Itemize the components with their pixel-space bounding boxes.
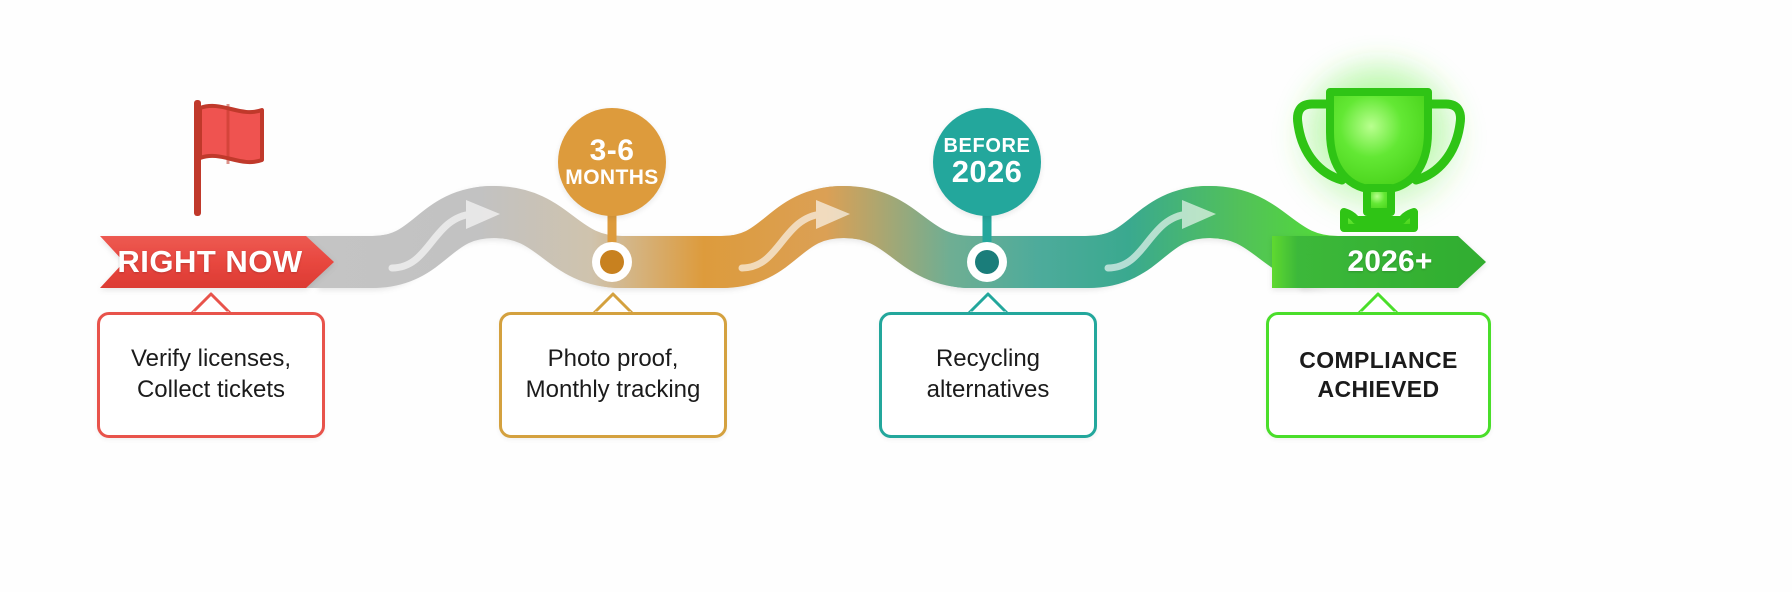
milestone-circle-3-6-months[interactable]: 3-6 MONTHS <box>558 108 666 216</box>
curved-arrow-icon-3 <box>1104 200 1216 272</box>
callout-box-recycling-alternatives[interactable]: Recycling alternatives <box>879 312 1097 438</box>
banner-start <box>100 236 334 288</box>
milestone-1-secondary-text: MONTHS <box>565 165 659 189</box>
green-trophy-icon <box>1293 58 1465 232</box>
milestone-circle-before-2026[interactable]: BEFORE 2026 <box>933 108 1041 216</box>
milestone-2-secondary-text: 2026 <box>951 154 1023 190</box>
curved-arrow-icon-2 <box>738 200 850 272</box>
milestone-2-primary-text: BEFORE <box>943 134 1031 157</box>
red-flag-icon <box>194 100 264 216</box>
curved-arrow-icon-1 <box>388 200 500 272</box>
callout-box-photo-proof[interactable]: Photo proof, Monthly tracking <box>499 312 727 438</box>
milestone-1-primary-text: 3-6 <box>589 133 635 167</box>
callout-box-verify-licenses[interactable]: Verify licenses, Collect tickets <box>97 312 325 438</box>
milestone-connector-1 <box>592 200 632 282</box>
callout-box-compliance-achieved[interactable]: COMPLIANCE ACHIEVED <box>1266 312 1491 438</box>
banner-end <box>1272 236 1486 288</box>
